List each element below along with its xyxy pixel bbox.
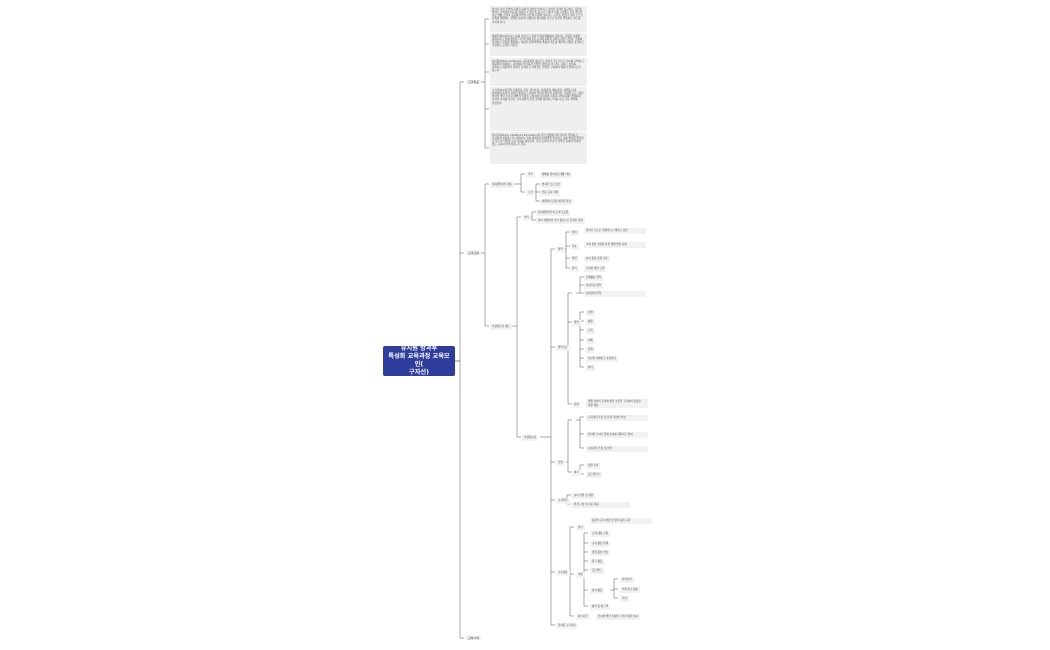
node-content-detail-key[interactable]: 내용 (576, 572, 585, 578)
goal-paragraph[interactable]: 놀이중심(Play-centered) 교육과정을 바탕으로 유아가 주도적으로… (490, 58, 587, 86)
node-operation-item[interactable]: 가정과의 소통 및 협력 (586, 446, 648, 452)
node-principle-key[interactable]: 원리 (570, 266, 579, 272)
node-dir-value[interactable]: 놀이 중심 통합 교육 (584, 256, 610, 262)
node-method-item[interactable]: 이해 (586, 338, 595, 344)
node-principle-value[interactable]: 흥미와 발달 고려 (584, 266, 607, 272)
node-content-sub[interactable]: 경험 중심 학습 (590, 550, 610, 556)
node-teacher-item[interactable]: 환경 구성 및 자료 제공 (572, 502, 630, 508)
node-content-detail[interactable]: 기타 (620, 596, 629, 602)
node-content-principle-value[interactable]: 통합적 교육 실현 및 유아 중심 교육 (590, 518, 652, 524)
node-content-sub[interactable]: 프로젝트 (590, 568, 604, 574)
node-content-principle-key[interactable]: 원리 (576, 525, 585, 531)
node-goal-key[interactable]: 목표 (570, 244, 579, 250)
node-meaning-item[interactable]: 유아 개개인의 흥미 중심으로 운영된 과정 (536, 218, 585, 224)
node-criteria-value[interactable]: 유아의 발달 특성을 고려한 평가 실시 (596, 614, 640, 620)
goal-paragraph[interactable]: 생활주제(이야기나누기)를 중심으로 유아가 일상생활에서 경험하는 다양한 상… (490, 33, 587, 56)
node-areatype-item[interactable]: 신체활동 영역 (584, 275, 604, 281)
node-eval-item[interactable]: 포트폴리오 (586, 472, 602, 478)
section-education[interactable]: 교과교육 (466, 251, 482, 255)
node-cond-item[interactable]: 체계적인 운영 계획과 환경 (540, 199, 573, 205)
node-areatype-key[interactable]: 영역구분 (556, 345, 570, 351)
node-method-item[interactable]: 관찰 (586, 310, 595, 316)
root-node[interactable]: 유치원 방과후 특성화 교육과정 교육모인( 구자선) (383, 345, 455, 376)
node-method-key[interactable]: 방법 (572, 320, 581, 326)
node-teacher-key[interactable]: 교사역할 (556, 498, 570, 504)
node-purpose-value[interactable]: 생애를 살아가는데에 기반 (540, 172, 572, 178)
node-method-item[interactable]: 평가 (586, 365, 595, 371)
node-operation-key[interactable]: 운영 (556, 460, 565, 466)
node-def-key[interactable]: 정의 (570, 230, 579, 236)
section-goal[interactable]: 교과목표 (466, 80, 482, 84)
node-content-sub[interactable]: 탐구 활동 (590, 559, 605, 565)
node-support-key[interactable]: 지원 (572, 402, 581, 408)
node-curriculum[interactable]: 유치원 교육과정 (556, 623, 578, 629)
node-method-item[interactable]: 활용 (586, 319, 595, 325)
node-intro[interactable]: 유치원방과후 개요 (490, 182, 514, 188)
node-cond-item[interactable]: 전문 교사 지원 (540, 190, 560, 196)
node-operation-item[interactable]: 유아와 교사가 함께 놀이를 계획하고 참여 (586, 432, 648, 438)
node-content-key[interactable]: 교육내용 (556, 570, 570, 576)
node-cond-key[interactable]: 조건 (526, 190, 535, 196)
node-area-key[interactable]: 영역 (556, 247, 565, 253)
section-cases[interactable]: 교육사례 (466, 636, 482, 640)
node-content-detail-value[interactable]: 교과 내용 구성 (590, 531, 610, 537)
goal-paragraph[interactable]: 유아교육(Early Childhood Education)의 기본 방향에 … (490, 132, 587, 164)
node-content-sub[interactable]: 놀이 활동 (590, 588, 605, 594)
node-content-sub[interactable]: 교과 활동 연계 (590, 541, 610, 547)
node-support-value[interactable]: 개별 유아의 흥미와 발달 수준을 고려하여 맞춤형 지원 제공 (586, 399, 648, 409)
node-goal-value[interactable]: 가치 통합 경험을 통한 개별 발달 지원 (584, 242, 646, 248)
goal-paragraph[interactable]: 유아가 자신 주변의 다양한 사회적 현상을 인식하고 관심을 가지며 탐구하는… (490, 6, 587, 32)
node-eval-item[interactable]: 관찰 기록 (586, 463, 601, 469)
node-meaning-item[interactable]: 유치원방과후의 교과가 포함 (536, 210, 571, 216)
node-purpose-key[interactable]: 목적 (526, 172, 535, 178)
node-criteria-key[interactable]: 평가기준 (576, 614, 590, 620)
node-content-detail[interactable]: 자유놀이 (620, 577, 634, 583)
node-cond-item[interactable]: 방과후 프로그램 (540, 182, 562, 188)
node-spec[interactable]: 특성화교육 개요 (490, 324, 512, 330)
node-dir-key[interactable]: 방향 (570, 256, 579, 262)
node-meaning-key[interactable]: 의미 (522, 215, 531, 221)
root-title: 유치원 방과후 특성화 교육과정 교육모인( 구자선) (388, 345, 450, 376)
node-deep[interactable]: 특성화교육 (522, 435, 538, 441)
node-teacher-item[interactable]: 놀이 관찰 및 지원 (572, 493, 596, 499)
node-method-item[interactable]: 연계 (586, 347, 595, 353)
node-method-item[interactable]: 교육 (586, 328, 595, 334)
node-areatype-item[interactable]: 사회관계 영역 (584, 291, 646, 297)
node-def-value[interactable]: 유아가 스스로 주체적으로 배우는 경험 (584, 228, 646, 234)
node-content-tail[interactable]: 평가 및 피드백 (590, 604, 610, 610)
goal-paragraph[interactable]: 누리과정(5개 영역 신체운동·건강, 의사소통, 사회관계, 예술경험, 자연… (490, 87, 587, 131)
node-content-detail[interactable]: 주제 탐구 활동 (620, 587, 640, 593)
node-method-item[interactable]: 자신을 이해하고 표현하기 (586, 356, 618, 362)
node-eval-key[interactable]: 평가 (572, 470, 581, 476)
node-operation-item[interactable]: 교육계획 수립 및 운영 과정의 반영 (586, 415, 648, 421)
node-areatype-item[interactable]: 의사소통 영역 (584, 283, 604, 289)
